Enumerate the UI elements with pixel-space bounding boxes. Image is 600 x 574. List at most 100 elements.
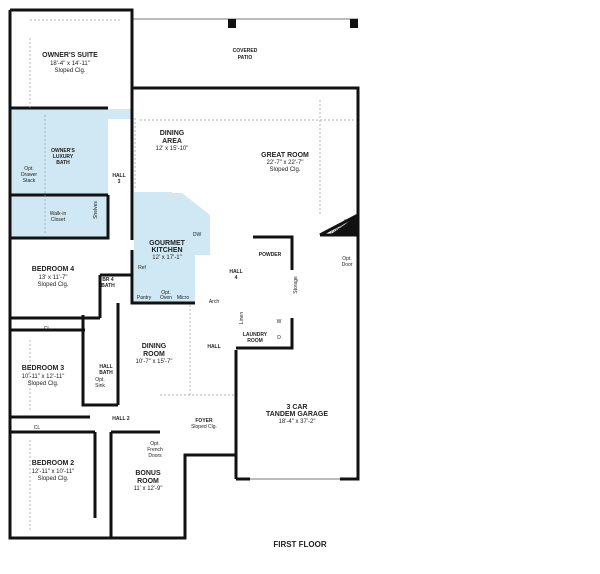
closet-label: CL [44, 326, 51, 332]
room-hall3: HALL 3 [112, 173, 125, 185]
owners-bath-walls [10, 106, 110, 240]
room-dining-area: DINING AREA 12' x 15'-10" [156, 130, 189, 152]
fridge-label: Ref [138, 265, 146, 271]
pantry-label: Pantry [137, 295, 152, 301]
label: 4 [235, 275, 238, 281]
room-note: Sloped Clg. [27, 381, 58, 387]
label: Storage [293, 276, 299, 294]
room-note: Sloped Clg. [191, 424, 217, 430]
room-note: Sloped Clg. [54, 68, 85, 74]
hall3-highlight [108, 109, 132, 119]
room-kitchen: GOURMET KITCHEN 12' x 17'-1" DW Ref Pant… [137, 232, 202, 301]
label: 3 [118, 179, 121, 185]
room-name: LUXURY [53, 154, 74, 160]
oven-label: Opt. [161, 290, 170, 296]
label: Opt. [150, 441, 159, 447]
owners-bath-highlight [11, 109, 108, 238]
room-great-room: GREAT ROOM 22'-7" x 22'-7" Sloped Clg. F… [261, 152, 349, 237]
room-note: Sloped Clg. [269, 167, 300, 173]
room-name: GREAT ROOM [261, 152, 309, 159]
room-owners-suite: OWNER'S SUITE 18'-4" x 14'-11" Sloped Cl… [42, 52, 98, 74]
misc-walls [116, 213, 359, 405]
label: HALL [112, 173, 125, 179]
label: HALL [207, 344, 220, 350]
room-size: 10'-7" x 15'-7" [136, 359, 173, 365]
room-name: OWNER'S SUITE [42, 52, 98, 59]
room-note: Sloped Clg. [37, 476, 68, 482]
micro-label: Micro [177, 295, 189, 301]
room-size: 22'-7" x 22'-7" [267, 160, 304, 166]
label: BATH [99, 370, 113, 376]
dryer-label: D [277, 335, 281, 341]
room-note: Sloped Clg. [37, 282, 68, 288]
room-name: FOYER [195, 418, 213, 424]
exterior-wall [10, 8, 360, 481]
room-size: 12'-11" x 10'-11" [32, 469, 75, 475]
room-size: 18'-4" x 37'-2" [279, 419, 316, 425]
label: BATH [101, 283, 115, 289]
room-dining-room: DINING ROOM 10'-7" x 15'-7" HALL Arch [136, 299, 221, 365]
room-size: 12' x 17'-1" [152, 255, 181, 261]
washer-label: W [277, 319, 282, 325]
patio-post [228, 19, 236, 28]
fireplace-mark [330, 215, 358, 235]
room-name: COVERED [233, 48, 258, 54]
room-name: BEDROOM 4 [32, 266, 75, 273]
room-name: BATH [56, 160, 70, 166]
label: Drawer [21, 172, 37, 178]
dishwasher-label: DW [193, 232, 202, 238]
garage-wall [234, 318, 294, 481]
label: Closet [51, 217, 66, 223]
room-name: PATIO [238, 55, 253, 61]
oven-label: Oven [160, 295, 172, 301]
label: Opt. [95, 377, 104, 383]
label: HALL [229, 269, 242, 275]
room-name: POWDER [259, 252, 282, 258]
room-size: 12' x 15'-10" [156, 146, 189, 152]
label: Door [342, 262, 353, 268]
label: Opt. [342, 256, 351, 262]
label: Walk-in [50, 211, 67, 217]
room-bedroom4: BEDROOM 4 13' x 11'-7" Sloped Clg. BR 4 … [32, 266, 115, 332]
room-name: BEDROOM 2 [32, 460, 75, 467]
bedroom-walls [10, 415, 97, 518]
patio-post [350, 19, 358, 28]
label: Linen [239, 312, 245, 324]
kitchen-wall [130, 88, 195, 305]
label: Sink [95, 383, 105, 389]
plan-title: FIRST FLOOR [273, 540, 327, 549]
room-name: GOURMET [149, 240, 186, 247]
room-size: 11' x 12'-9" [134, 486, 163, 492]
label: Opt. [24, 166, 33, 172]
label: Shelves [93, 201, 99, 219]
room-size: 10'-11" x 12'-11" [22, 374, 65, 380]
room-powder: POWDER HALL 4 Opt. Door Storage Linen Sh… [93, 201, 353, 325]
room-name: AREA [162, 138, 182, 145]
room-name: ROOM [143, 351, 165, 358]
room-bonus: BONUS ROOM 11' x 12'-9" [134, 470, 163, 492]
room-garage: 3 CAR TANDEM GARAGE 18'-4" x 37'-2" [266, 404, 328, 425]
bonus-wall [109, 430, 160, 538]
exterior-wall-left [8, 10, 236, 540]
label: Stack [23, 178, 36, 184]
room-name: TANDEM GARAGE [266, 411, 328, 418]
room-foyer: FOYER Sloped Clg. Opt. French Doors [147, 418, 217, 459]
hall2-label: HALL 2 [112, 416, 130, 422]
room-name: LAUNDRY [243, 332, 268, 338]
room-bedroom2: BEDROOM 2 12'-11" x 10'-11" Sloped Clg. [32, 460, 75, 482]
room-name: ROOM [137, 478, 159, 485]
room-hall-bath: HALL BATH Opt. Sink [95, 364, 113, 389]
label: Doors [148, 453, 162, 459]
label: HALL [99, 364, 112, 370]
room-name: BEDROOM 3 [22, 365, 65, 372]
label: BR 4 [102, 277, 114, 283]
room-laundry: LAUNDRY ROOM W D [243, 319, 282, 344]
room-name: 3 CAR [286, 404, 307, 411]
room-owners-bath: OWNER'S LUXURY BATH Opt. Drawer Stack Wa… [21, 148, 76, 223]
room-name: BONUS [135, 470, 161, 477]
room-name: DINING [142, 343, 167, 350]
room-size: 18'-4" x 14'-11" [50, 61, 90, 67]
kitchen-highlight [134, 192, 210, 303]
arch-label: Arch [209, 299, 220, 305]
